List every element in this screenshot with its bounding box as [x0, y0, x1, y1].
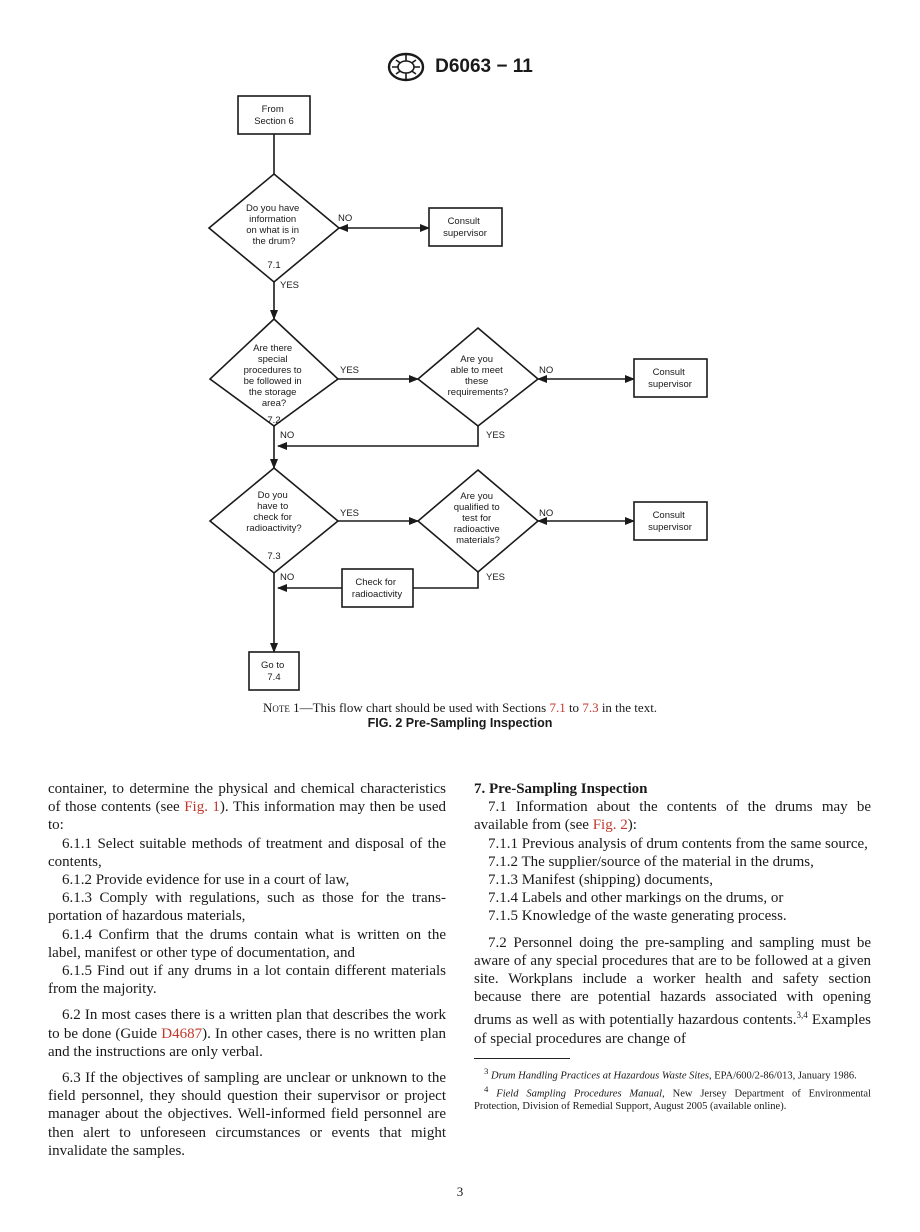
decision-7-1-ref: 7.1	[267, 260, 280, 271]
item-6-1-1: 6.1.1 Select suitable methods of treatme…	[48, 835, 446, 870]
decision-7-2-label: Are there special procedures to be follo…	[244, 343, 305, 409]
link-fig-2[interactable]: Fig. 2	[592, 817, 628, 834]
decision-requirements-label: Are you able to meet these requirements?	[448, 354, 509, 398]
consult-box-2	[633, 358, 708, 398]
yes-label-4: YES	[340, 508, 359, 519]
item-7-1-4: 7.1.4 Labels and other markings on the d…	[488, 890, 784, 907]
note-text-mid: to	[565, 700, 583, 715]
flowchart: From Section 6 Do you have information o…	[207, 95, 708, 691]
consult-label-1: Consult supervisor	[443, 216, 487, 239]
paragraph-7-2: 7.2 Personnel doing the pre-sampling and…	[474, 934, 871, 1047]
figure-note: Note 1—This flow chart should be used wi…	[0, 700, 920, 716]
no-label-5: NO	[539, 508, 553, 519]
yes-label-1: YES	[280, 280, 299, 291]
item-6-1-4: 6.1.4 Confirm that the drums contain wha…	[48, 926, 446, 961]
no-label-3: NO	[539, 365, 553, 376]
item-6-1-2: 6.1.2 Provide evidence for use in a cour…	[62, 872, 350, 889]
footnote-4: 4 Field Sampling Procedures Manual, New …	[474, 1083, 871, 1112]
link-d4687[interactable]: D4687	[161, 1025, 203, 1042]
no-label-1: NO	[338, 213, 352, 224]
start-label: From Section 6	[254, 104, 294, 127]
check-radioactivity-label: Check for radioactivity	[352, 577, 402, 600]
document-number: D6063 − 11	[435, 56, 533, 77]
connector-d3b-yes	[413, 572, 479, 589]
footnote-ref-3-4[interactable]: 3,4	[796, 1010, 808, 1021]
yes-label-2: YES	[340, 365, 359, 376]
section-7-heading: 7. Pre-Sampling Inspection	[474, 781, 648, 797]
connector-d2b-yes	[277, 426, 479, 450]
footnote-3: 3 Drum Handling Practices at Hazardous W…	[484, 1065, 857, 1082]
paragraph-6-2: 6.2 In most cases there is a written pla…	[48, 1007, 446, 1060]
item-7-1-2: 7.1.2 The supplier/source of the materia…	[488, 853, 814, 870]
astm-logo	[387, 52, 425, 82]
end-label: Go to 7.4	[261, 660, 287, 683]
decision-requirements	[416, 326, 540, 428]
no-label-4: NO	[280, 572, 294, 583]
left-column: container, to determine the physical and…	[48, 780, 446, 1160]
consult-box-3	[633, 501, 708, 541]
start-box	[237, 95, 311, 135]
consult-label-3: Consult supervisor	[648, 510, 692, 533]
decision-7-1	[207, 172, 341, 284]
footnote-divider	[474, 1057, 570, 1059]
link-section-7-3[interactable]: 7.3	[582, 700, 599, 715]
page-header: D6063 − 11	[0, 52, 920, 82]
link-fig-1[interactable]: Fig. 1	[184, 799, 220, 816]
link-section-7-1[interactable]: 7.1	[549, 700, 566, 715]
item-7-1-3: 7.1.3 Manifest (shipping) documents,	[488, 872, 713, 889]
consult-label-2: Consult supervisor	[648, 367, 692, 390]
consult-box-1	[428, 207, 503, 247]
no-label-2: NO	[280, 430, 294, 441]
end-box	[248, 651, 300, 691]
paragraph-6-1-cont: container, to determine the physical and…	[48, 781, 447, 834]
decision-7-2	[208, 317, 340, 427]
decision-7-1-label: Do you have information on what is in th…	[246, 203, 302, 247]
item-6-1-5: 6.1.5 Find out if any drums in a lot con…	[48, 963, 446, 998]
decision-7-3-label: Do you have to check for radioactivity?	[246, 490, 301, 534]
decision-7-3	[208, 466, 340, 575]
decision-radioactive-label: Are you qualified to test for radioactiv…	[454, 491, 503, 546]
note-text-after: in the text.	[598, 700, 658, 715]
decision-radioactive	[416, 468, 540, 574]
note-label: Note 1	[262, 700, 300, 715]
item-7-1-1: 7.1.1 Previous analysis of drum contents…	[488, 835, 868, 852]
paragraph-6-3: 6.3 If the objectives of sampling are un…	[48, 1070, 446, 1159]
figure-caption: FIG. 2 Pre-Sampling Inspection	[367, 716, 553, 730]
check-radioactivity-box	[341, 568, 414, 608]
right-column: 7. Pre-Sampling Inspection 7.1 Informati…	[474, 780, 871, 1113]
yes-label-3: YES	[486, 430, 505, 441]
page-number: 3	[456, 1184, 464, 1199]
yes-label-5: YES	[486, 572, 505, 583]
item-7-1-5: 7.1.5 Knowledge of the waste generating …	[488, 908, 787, 925]
paragraph-7-1: 7.1 Information about the contents of th…	[474, 799, 871, 834]
note-text-before: —This flow chart should be used with Sec…	[299, 700, 550, 715]
decision-7-2-ref: 7.2	[267, 415, 280, 426]
decision-7-3-ref: 7.3	[267, 551, 280, 562]
item-6-1-3: 6.1.3 Comply with regulations, such as t…	[48, 890, 446, 925]
